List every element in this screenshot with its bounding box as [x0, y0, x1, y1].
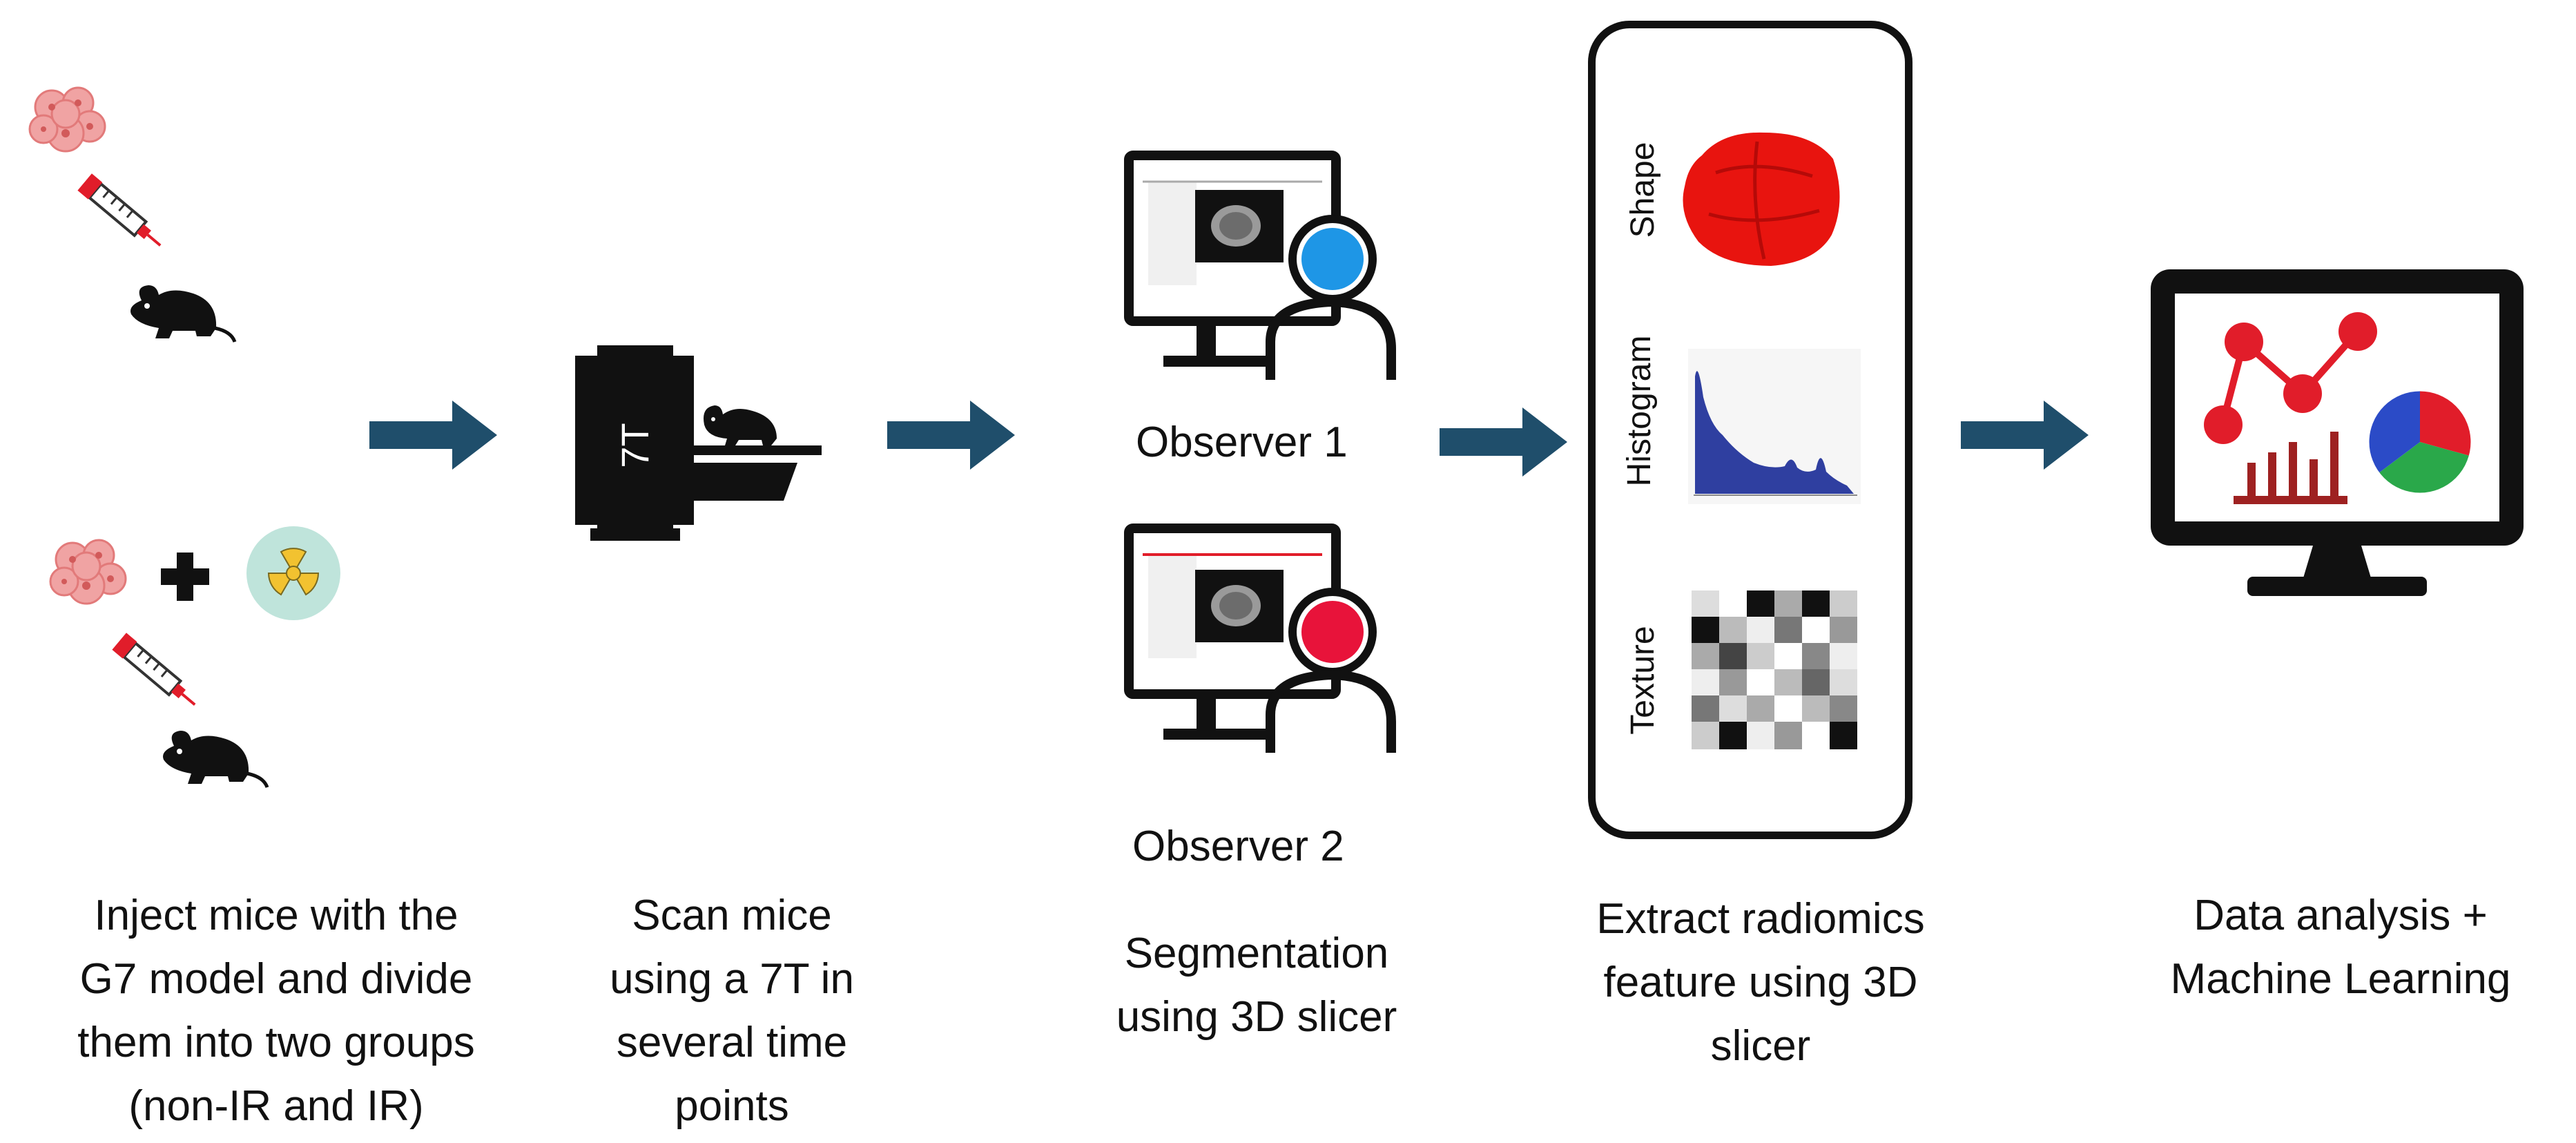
shape-feature-icon [1683, 132, 1840, 266]
tumor-cells-icon-1 [28, 86, 106, 153]
radiation-icon [246, 526, 340, 620]
syringe-icon-1 [77, 173, 162, 247]
arrow-1-icon [369, 401, 497, 470]
texture-label: Texture [1625, 626, 1661, 735]
observer1-label: Observer 1 [1136, 419, 1348, 466]
observer2-workstation-icon [1124, 524, 1396, 753]
step2-caption: Scan mice using a 7T in several time poi… [610, 892, 854, 1130]
shape-label: Shape [1625, 142, 1661, 238]
step4-caption: Extract radiomics feature using 3D slice… [1596, 895, 1925, 1070]
observer1-workstation-icon [1124, 151, 1396, 380]
step1-caption: Inject mice with the G7 model and divide… [77, 892, 475, 1130]
scanner-7t-label: 7T [613, 423, 657, 468]
mouse-icon-1 [130, 285, 237, 343]
arrow-2-icon [887, 401, 1015, 470]
mouse-icon-2 [163, 731, 269, 788]
step3-caption: Segmentation using 3D slicer [1116, 930, 1397, 1041]
analytics-monitor-icon [2151, 269, 2524, 596]
arrow-3-icon [1440, 407, 1567, 477]
texture-feature-icon [1692, 590, 1857, 749]
histogram-feature-icon [1688, 349, 1861, 504]
histogram-label: Histogram [1621, 335, 1658, 487]
mri-scanner-icon [575, 345, 822, 541]
syringe-icon-2 [112, 633, 196, 706]
arrow-4-icon [1961, 401, 2089, 470]
tumor-cells-icon-2 [49, 539, 127, 605]
step5-caption: Data analysis + Machine Learning [2170, 892, 2511, 1003]
observer2-label: Observer 2 [1132, 823, 1344, 870]
plus-icon [161, 553, 209, 601]
